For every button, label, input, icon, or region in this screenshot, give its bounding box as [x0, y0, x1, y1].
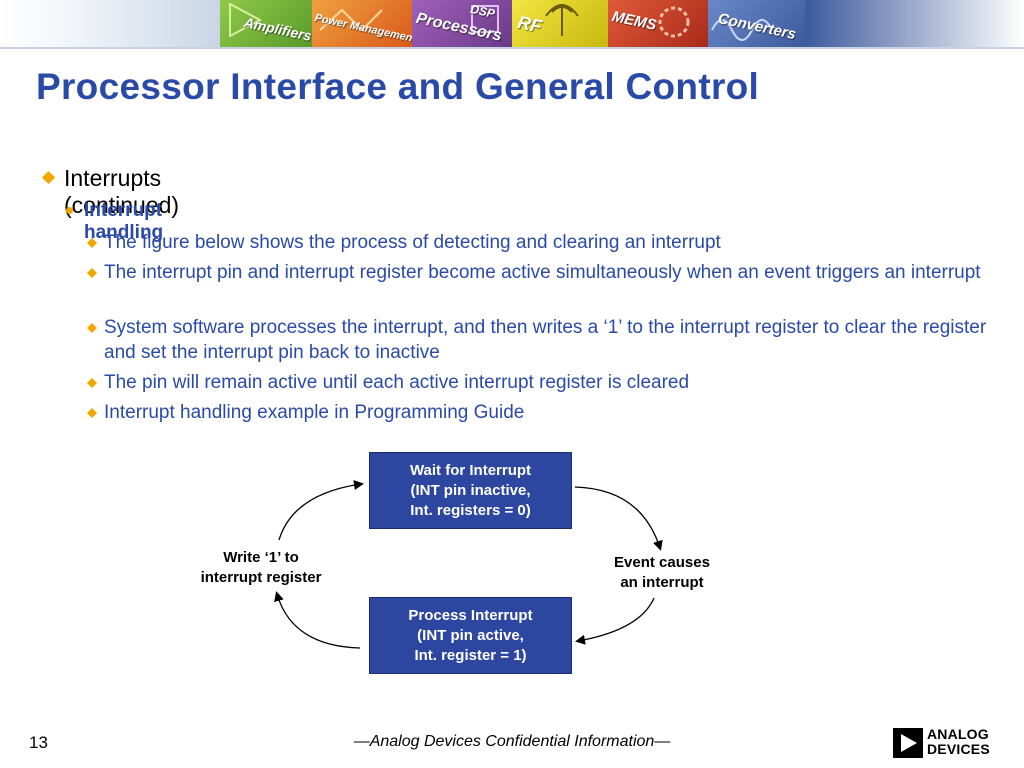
- write-one-label: Write ‘1’ to interrupt register: [176, 548, 346, 588]
- logo-triangle-icon: [893, 728, 923, 758]
- label-line: an interrupt: [620, 574, 704, 591]
- diamond-bullet-icon: [87, 268, 97, 278]
- slide-title: Processor Interface and General Control: [36, 66, 760, 107]
- banner-tile-power-management: Power Management: [312, 0, 412, 47]
- logo-line: ANALOG: [927, 726, 989, 742]
- waveform-icon: [711, 19, 773, 41]
- bullet-item: The figure below shows the process of de…: [104, 232, 721, 253]
- header-banner: Amplifiers Power Management Processors D…: [0, 0, 1024, 47]
- diamond-bullet-icon: [87, 323, 97, 333]
- event-causes-label: Event causes an interrupt: [592, 553, 732, 593]
- arrow-top-right: [574, 486, 663, 551]
- bullet-item: The pin will remain active until each ac…: [104, 372, 690, 393]
- label-line: Write ‘1’ to: [223, 549, 299, 566]
- box-line: Int. register = 1): [414, 646, 527, 664]
- wait-for-interrupt-box: Wait for Interrupt (INT pin inactive, In…: [369, 452, 572, 529]
- banner-tile-processors: Processors DSP: [412, 0, 512, 47]
- dot-bullet-icon: [66, 207, 73, 214]
- power-circuit-icon: [319, 8, 383, 32]
- box-line: Process Interrupt: [408, 606, 533, 624]
- page-number: 13: [29, 733, 48, 752]
- bullet-level2: Interrupt handling: [84, 200, 164, 243]
- bullet-level1: Interrupts (continued): [64, 165, 180, 218]
- banner-fade: [0, 0, 220, 47]
- analog-devices-logo: ANALOG DEVICES: [893, 727, 1003, 761]
- box-line: Int. registers = 0): [410, 501, 531, 519]
- confidential-notice: —Analog Devices Confidential Information…: [353, 733, 671, 750]
- bullet-item: System software processes the interrupt,…: [104, 317, 987, 363]
- diamond-bullet-icon: [87, 378, 97, 388]
- antenna-icon: [545, 4, 579, 36]
- banner-tail: [805, 0, 1024, 47]
- arrow-bottom-right: [575, 597, 655, 645]
- chip-icon: [471, 5, 499, 33]
- amplifier-symbol-icon: [229, 2, 263, 38]
- box-line: Wait for Interrupt: [409, 461, 532, 479]
- label-line: interrupt register: [200, 569, 322, 586]
- banner-tile-mems: MEMS: [608, 0, 708, 47]
- process-interrupt-box: Process Interrupt (INT pin active, Int. …: [369, 597, 572, 674]
- box-line: (INT pin inactive,: [410, 481, 531, 499]
- diamond-bullet-icon: [87, 408, 97, 418]
- banner-tile-amplifiers: Amplifiers: [220, 0, 312, 47]
- box-line: (INT pin active,: [417, 626, 524, 644]
- arrow-top-left: [278, 480, 364, 541]
- gear-icon: [658, 6, 690, 38]
- diamond-bullet-icon: [42, 171, 55, 184]
- arrow-bottom-left: [274, 591, 361, 649]
- logo-line: DEVICES: [927, 741, 990, 757]
- label-line: Event causes: [614, 554, 710, 571]
- banner-tile-converters: Converters: [708, 0, 805, 47]
- banner-divider: [0, 47, 1024, 49]
- bullet-item: Interrupt handling example in Programmin…: [104, 402, 525, 423]
- diamond-bullet-icon: [87, 238, 97, 248]
- bullet-item: The interrupt pin and interrupt register…: [104, 262, 981, 283]
- logo-wordmark: ANALOG DEVICES: [927, 727, 990, 757]
- banner-tile-rf: RF: [512, 0, 608, 47]
